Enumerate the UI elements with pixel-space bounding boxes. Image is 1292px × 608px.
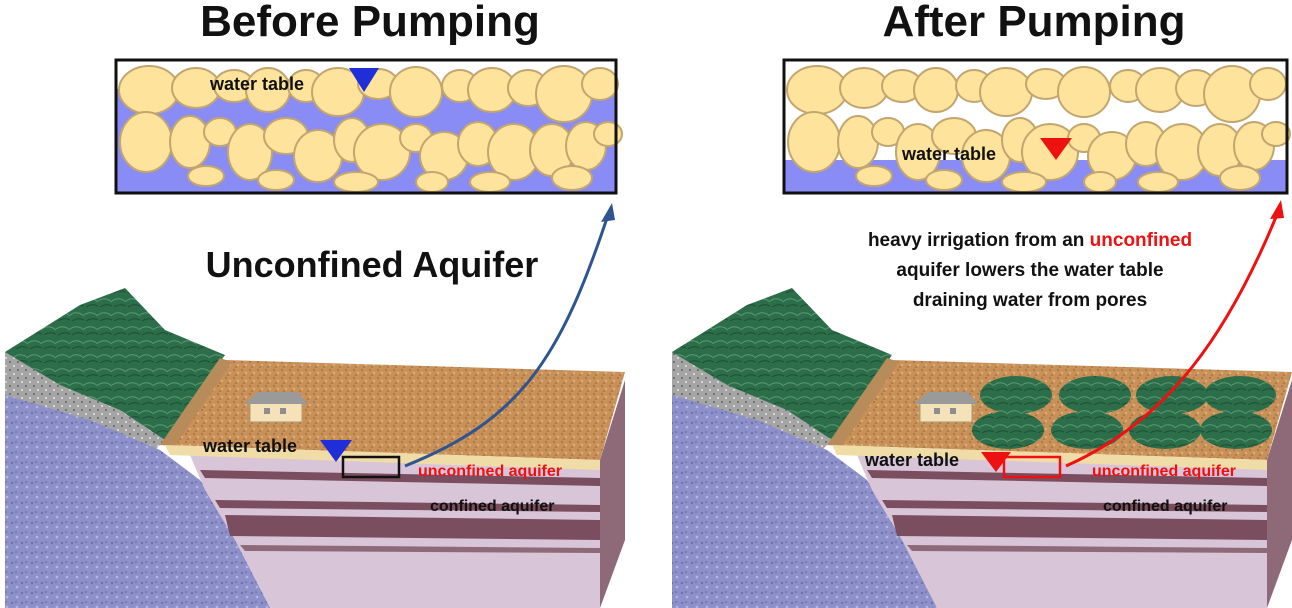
sand-grain — [119, 111, 173, 173]
sand-grain — [1057, 66, 1111, 118]
sand-grain — [786, 65, 848, 115]
inset-locator-box — [341, 455, 401, 479]
flow-arrow-icon — [1065, 211, 1280, 468]
inset-water-table-label: water table — [209, 74, 304, 94]
inset-locator-box — [1002, 455, 1062, 479]
sand-grain — [535, 65, 593, 123]
water-table-label: water table — [864, 450, 959, 470]
water-table-label: water table — [202, 436, 297, 456]
irrigated-field — [1059, 376, 1131, 414]
sand-grain — [839, 67, 889, 109]
sand-grain — [913, 67, 959, 113]
water-table-marker-icon — [349, 68, 379, 92]
house-icon — [914, 392, 978, 423]
right-caption: heavy irrigation from an unconfined aqui… — [868, 230, 1192, 311]
sand-grain — [1137, 171, 1179, 193]
sand-grain — [979, 67, 1033, 117]
sand-grain — [1083, 171, 1117, 193]
caption-line-1-prefix: heavy irrigation from an — [868, 230, 1090, 251]
irrigated-field — [1200, 411, 1272, 449]
right-title: After Pumping — [882, 0, 1185, 46]
irrigated-field — [1136, 376, 1208, 414]
sand-grain — [895, 123, 941, 181]
irrigated-field — [1204, 376, 1276, 414]
caption-line-2: aquifer lowers the water table — [896, 260, 1163, 281]
sand-grain — [1219, 165, 1261, 191]
irrigated-field — [972, 411, 1044, 449]
sand-grain — [837, 115, 879, 169]
unconfined-aquifer-label: unconfined aquifer — [1092, 463, 1236, 480]
sand-grain — [415, 171, 449, 193]
water-table-marker-icon — [320, 440, 352, 462]
irrigated-field — [1051, 411, 1123, 449]
left-block-diagram — [5, 288, 625, 608]
caption-highlight: unconfined — [1090, 230, 1192, 251]
irrigated-fields — [972, 376, 1276, 449]
inset-water-table-label: water table — [901, 144, 996, 164]
sand-grain — [1261, 121, 1291, 147]
irrigated-field — [980, 376, 1052, 414]
sand-grain — [169, 115, 211, 169]
house-icon — [244, 392, 308, 423]
inset-after — [782, 58, 1291, 195]
sand-grain — [227, 123, 273, 181]
sand-grain — [333, 171, 379, 193]
confined-aquifer-label: confined aquifer — [1103, 498, 1227, 515]
sand-grain — [1203, 65, 1261, 123]
caption-line-1: heavy irrigation from an unconfined — [868, 230, 1192, 251]
flow-arrow-icon — [404, 214, 610, 468]
sand-grain — [1001, 171, 1047, 193]
left-title: Before Pumping — [200, 0, 540, 46]
sand-grain — [581, 67, 619, 101]
confined-aquifer-label: confined aquifer — [430, 498, 554, 515]
sand-grain — [925, 169, 963, 191]
right-block-diagram — [672, 288, 1292, 608]
sand-grain — [469, 171, 511, 193]
sand-grain — [257, 169, 295, 191]
irrigated-field — [1129, 411, 1201, 449]
sand-grain — [1249, 67, 1287, 101]
sand-grain — [787, 111, 841, 173]
sand-grain — [389, 66, 443, 118]
caption-line-3: draining water from pores — [913, 290, 1147, 311]
sand-grain — [593, 121, 623, 147]
sand-grain — [551, 165, 593, 191]
sand-grain — [118, 65, 180, 115]
unconfined-aquifer-label: unconfined aquifer — [418, 463, 562, 480]
water-table-marker-icon — [1040, 138, 1072, 160]
sand-grain — [187, 165, 225, 187]
left-subtitle: Unconfined Aquifer — [206, 244, 539, 285]
sand-grain — [855, 165, 893, 187]
water-table-marker-icon — [981, 452, 1011, 472]
